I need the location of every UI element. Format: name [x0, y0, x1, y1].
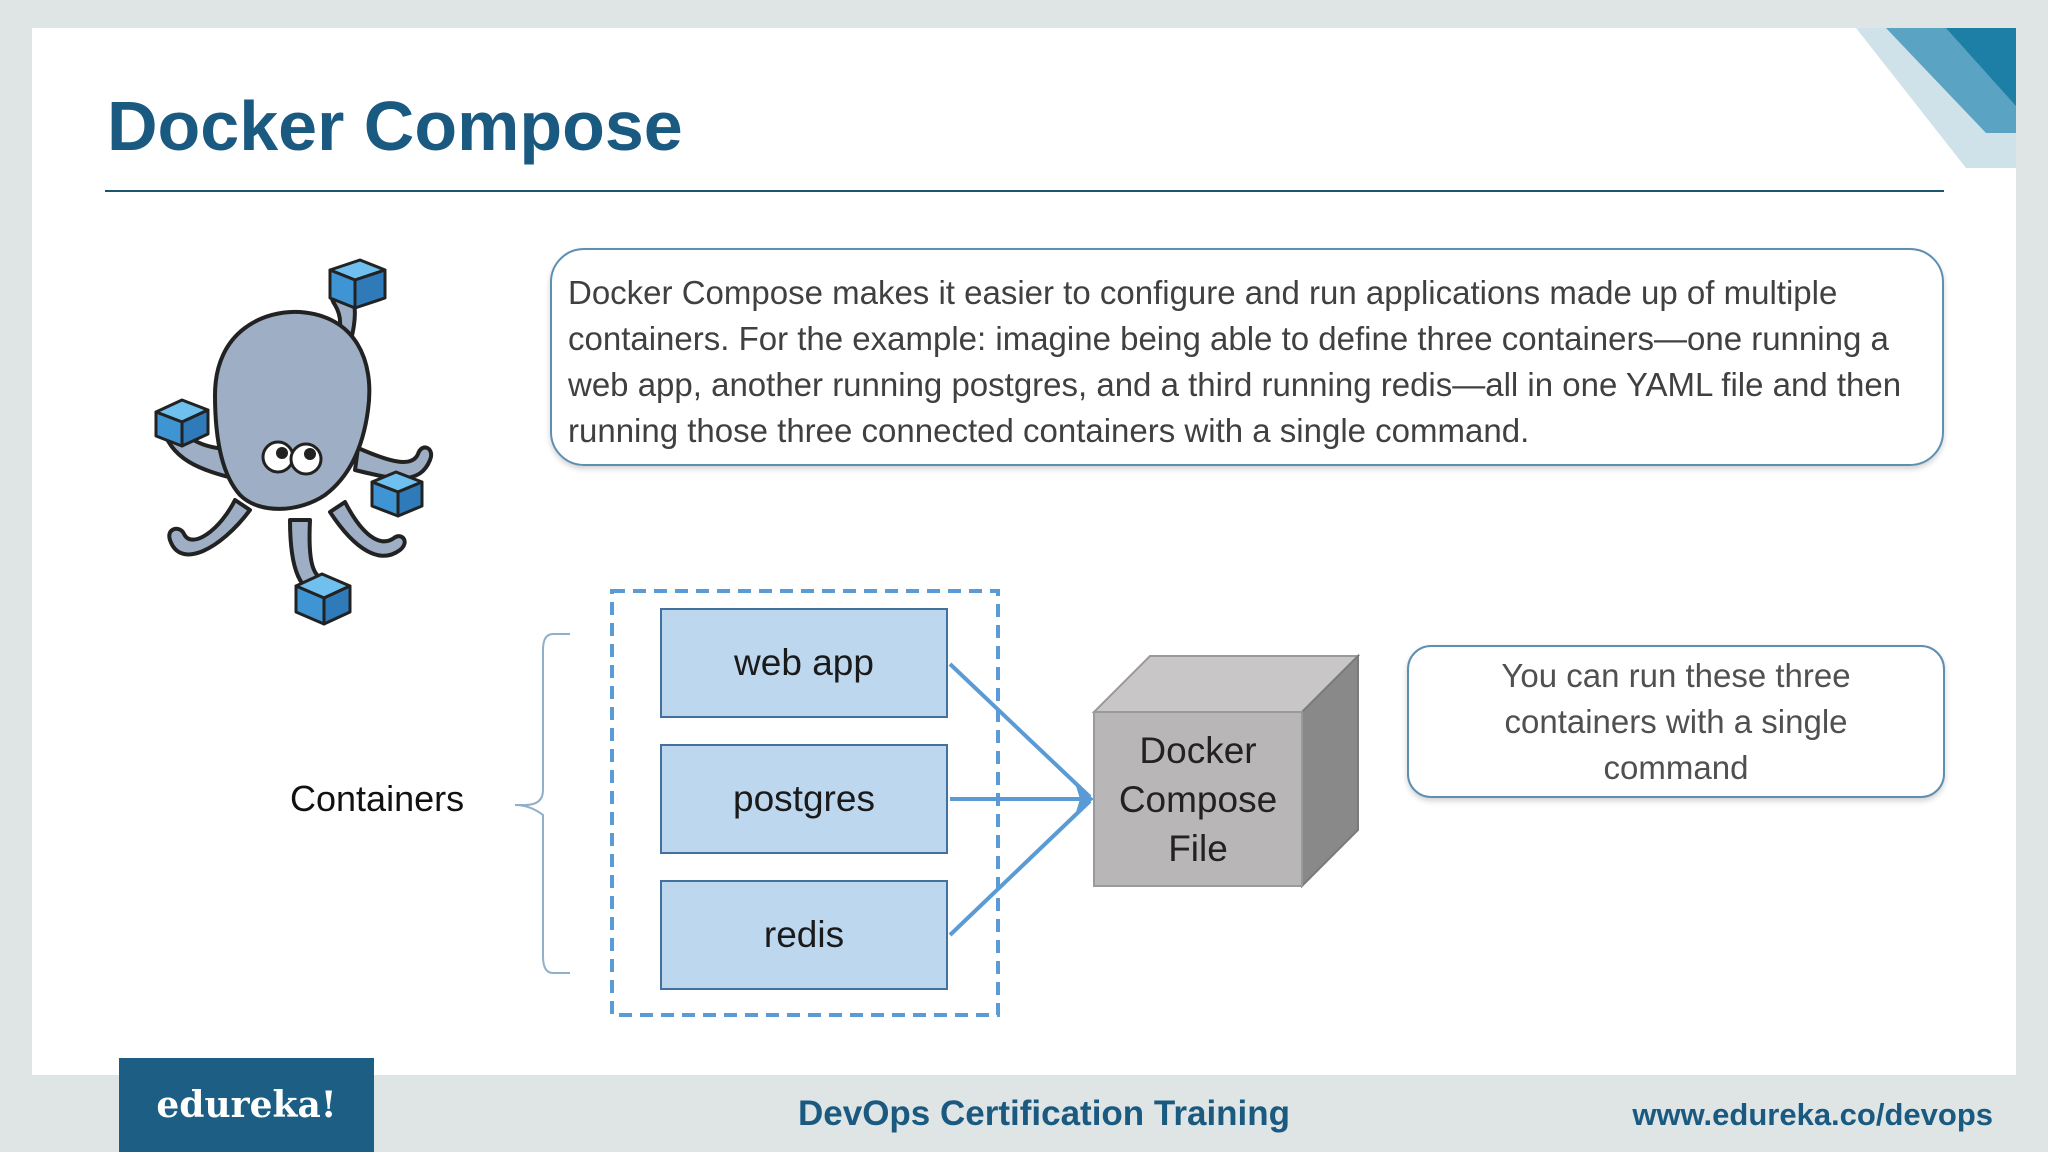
arrow-head	[1076, 786, 1094, 812]
containers-group-border	[610, 589, 1000, 1017]
corner-decoration	[1856, 28, 2016, 168]
container-box-redis: redis	[660, 880, 948, 990]
compose-file-cube	[1091, 653, 1361, 889]
slide	[32, 28, 2016, 1075]
containers-bracket	[514, 633, 570, 974]
container-cube-icon	[154, 398, 210, 448]
title-divider	[105, 190, 1944, 192]
description-callout: Docker Compose makes it easier to config…	[550, 248, 1944, 466]
single-command-note: You can run these three containers with …	[1407, 645, 1945, 798]
container-box-postgres: postgres	[660, 744, 948, 854]
containers-label: Containers	[290, 778, 465, 819]
container-cube-icon	[294, 572, 352, 626]
course-title: DevOps Certification Training	[798, 1094, 1291, 1133]
compose-file-label: Docker Compose File	[1118, 729, 1278, 869]
edureka-logo: edureka!	[119, 1058, 374, 1152]
description-text: Docker Compose makes it easier to config…	[568, 274, 1902, 449]
page-title: Docker Compose	[107, 87, 683, 165]
footer-url[interactable]: www.edureka.co/devops	[1632, 1097, 1993, 1132]
octopus-mascot-icon	[154, 258, 434, 626]
container-cube-icon	[370, 470, 424, 518]
container-box-web-app: web app	[660, 608, 948, 718]
container-cube-icon	[328, 258, 387, 310]
note-text: You can run these three containers with …	[1501, 656, 1851, 786]
